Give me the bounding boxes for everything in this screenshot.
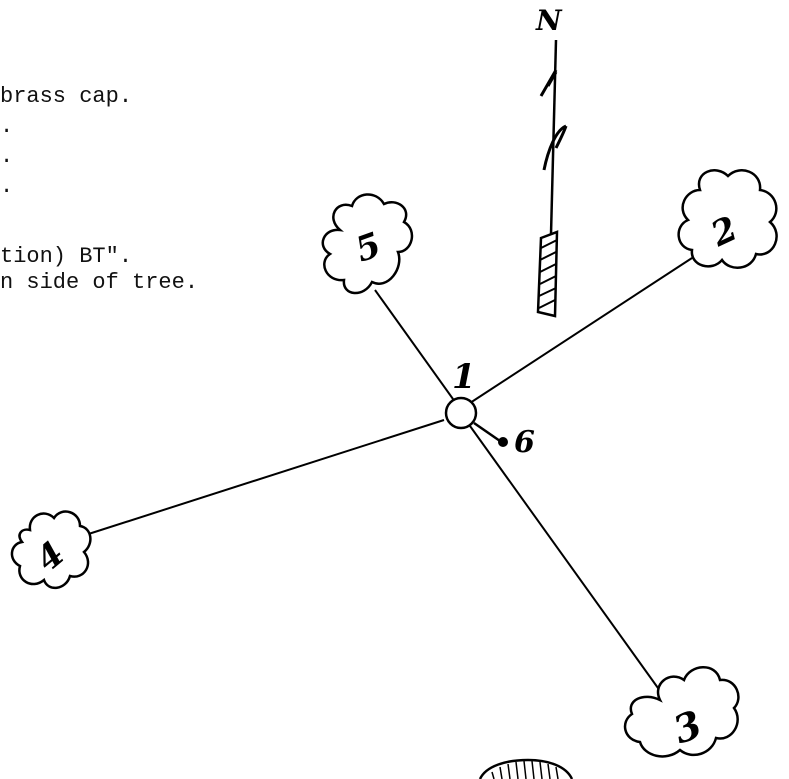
note-line-5: tion) BT". xyxy=(0,244,133,269)
tree-5-outline xyxy=(321,193,414,295)
tree-2-outline xyxy=(677,169,778,269)
note-line-6: n side of tree. xyxy=(0,270,199,295)
line-to-tree-3 xyxy=(469,425,664,696)
note-line-1: brass cap. xyxy=(0,84,133,109)
north-arrow-barb-upper xyxy=(539,69,558,97)
tree-2: 2 xyxy=(677,169,778,269)
center-monument-circle xyxy=(444,396,478,430)
marker-6-label: 6 xyxy=(514,425,535,460)
center-label: 1 xyxy=(452,357,476,397)
marker-6-dot xyxy=(498,437,508,447)
line-to-tree-5 xyxy=(374,289,459,407)
hatched-mark-partial xyxy=(478,758,574,779)
bearing-lines xyxy=(75,257,693,696)
note-line-2: . xyxy=(0,114,14,139)
line-to-tree-4 xyxy=(75,419,445,539)
tree-4: 4 xyxy=(10,510,92,589)
note-line-4: . xyxy=(0,174,14,199)
note-line-3: . xyxy=(0,144,14,169)
north-arrow: N xyxy=(535,4,568,318)
tree-4-outline xyxy=(10,510,92,589)
tree-3-outline xyxy=(623,666,740,758)
north-arrow-barb-lower xyxy=(542,124,568,171)
tree-5: 5 xyxy=(321,193,414,295)
line-to-tree-2 xyxy=(469,257,693,404)
line-to-marker-6 xyxy=(473,421,501,443)
north-label: N xyxy=(535,4,563,37)
tree-3: 3 xyxy=(623,666,740,758)
